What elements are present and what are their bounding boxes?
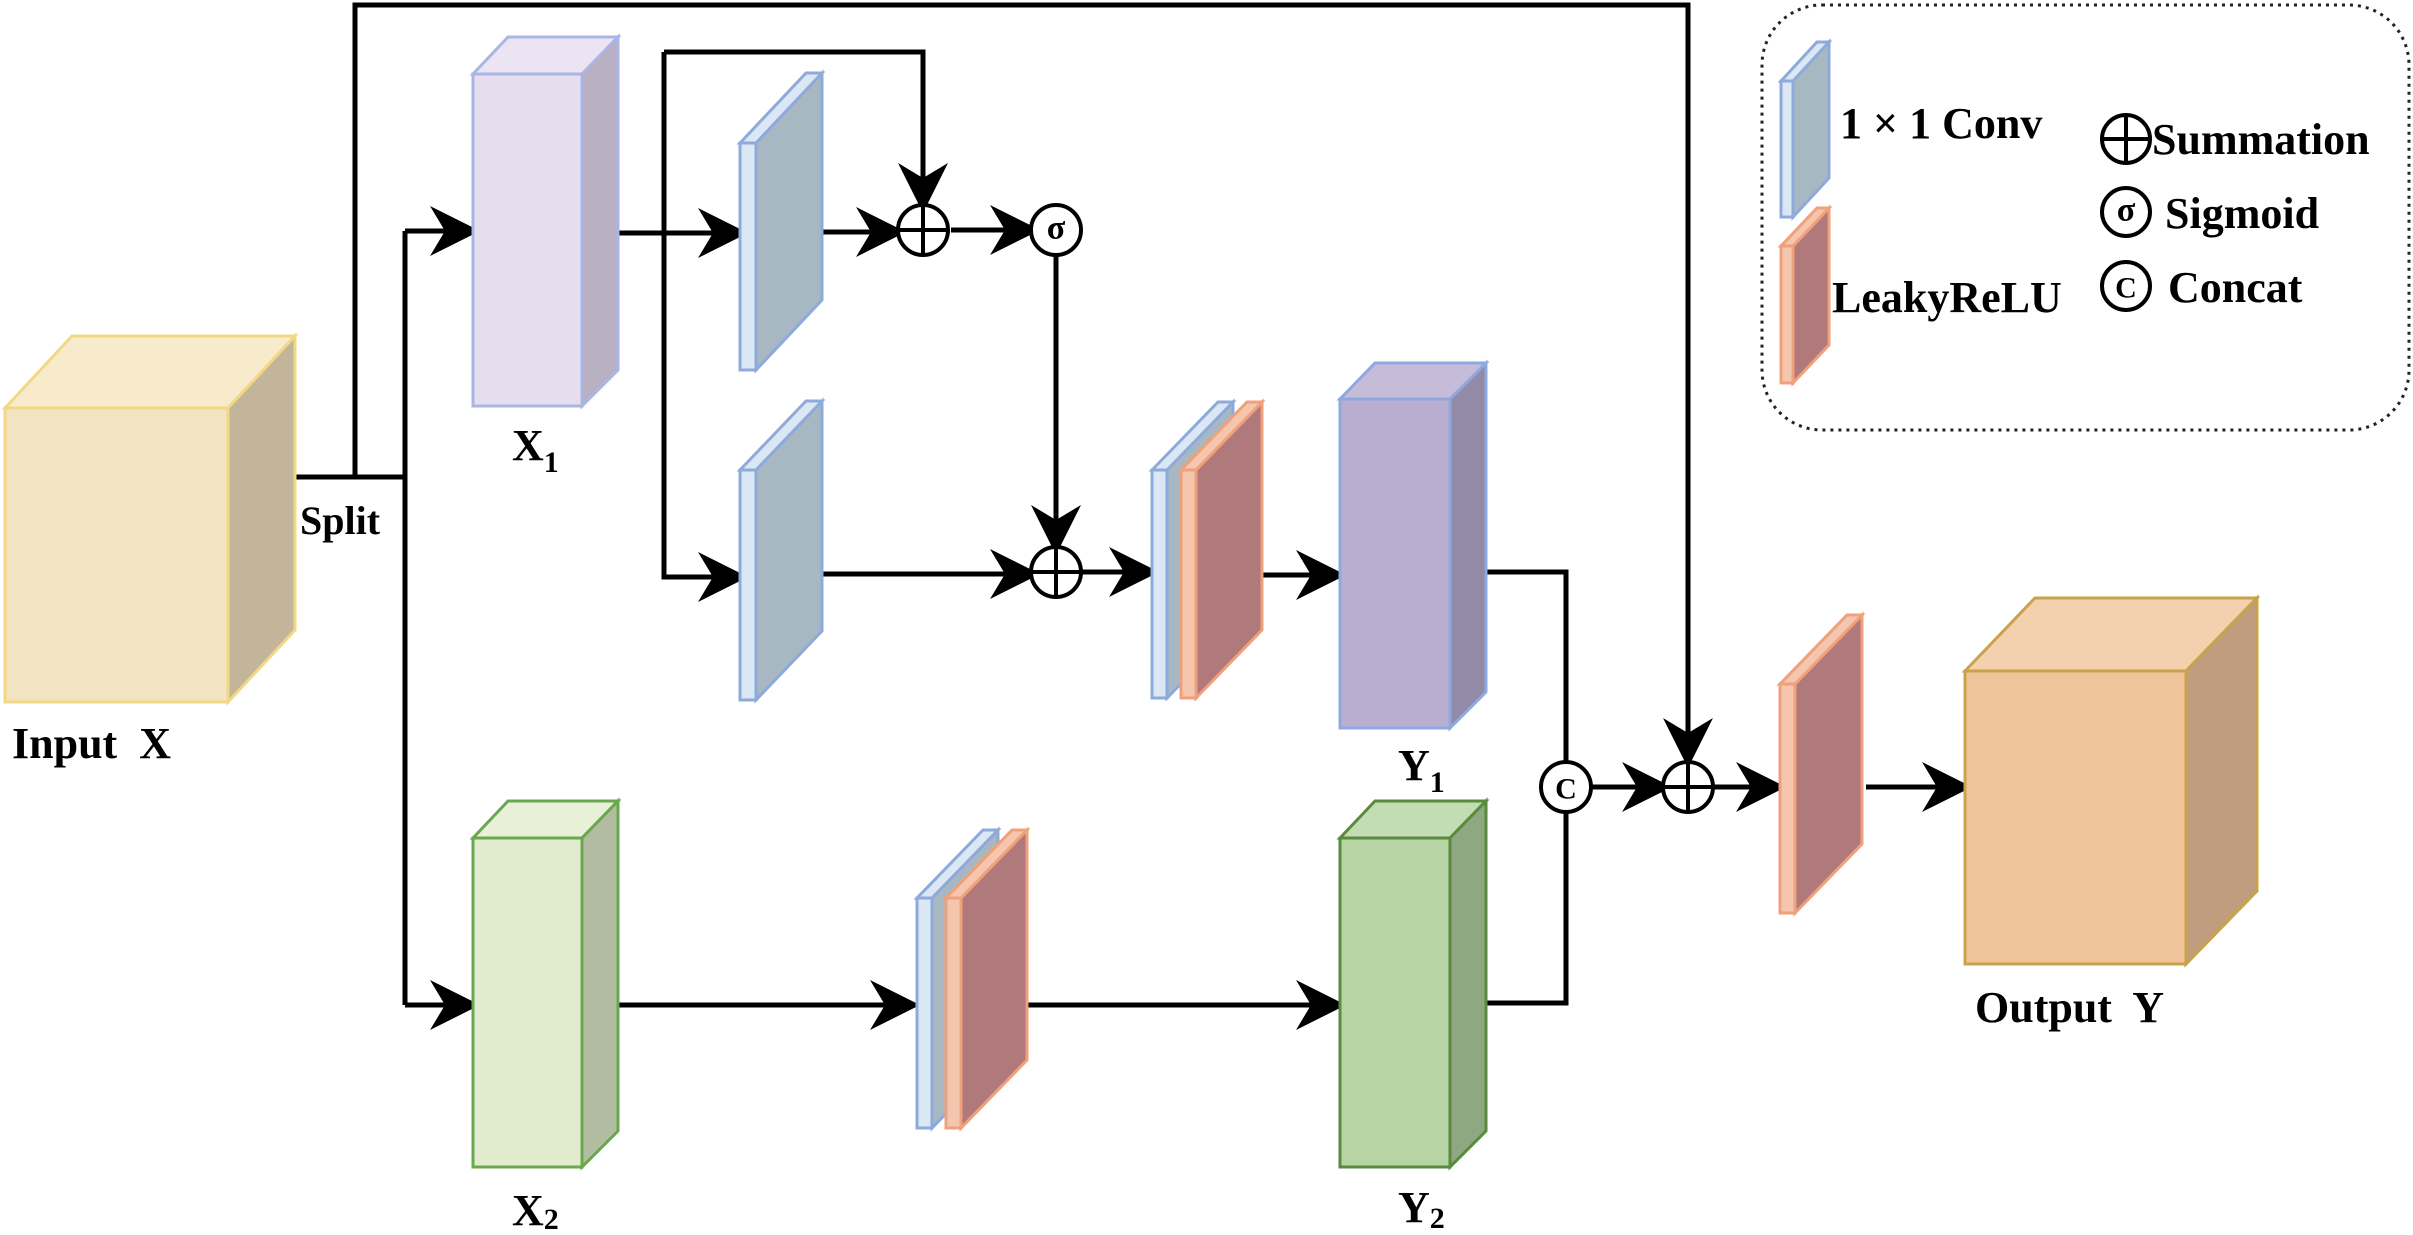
legend-leaky-icon	[1777, 204, 1833, 387]
legend: 1 × 1 Conv LeakyReLU Summation σ Sigmoid…	[1760, 3, 2411, 432]
x2-block-side	[580, 797, 620, 1171]
output-label: Output Y	[1975, 983, 2164, 1032]
y2-label: Y2	[1398, 1183, 1445, 1235]
conv-leaky-upper-leaky-front	[1179, 468, 1198, 700]
wire-y2-concat	[1486, 813, 1569, 1006]
x1-label-sub: 1	[544, 446, 559, 479]
input-label: Input X	[12, 719, 171, 768]
conv-leaky-upper-conv-front	[1150, 468, 1169, 700]
sum-node-3	[1661, 760, 1715, 814]
y2-block-side	[1448, 797, 1488, 1171]
sigmoid-node: σ	[1029, 203, 1083, 257]
leaky-final-front	[1778, 682, 1797, 915]
y2-block-front	[1338, 836, 1452, 1169]
wire-y1-concat	[1486, 569, 1569, 762]
legend-frame	[1760, 3, 2411, 432]
conv-layer-middle-front	[738, 468, 758, 702]
y2-block	[1336, 797, 1490, 1171]
legend-conv-label: 1 × 1 Conv	[1840, 99, 2042, 148]
conv-layer-middle	[736, 397, 826, 704]
legend-concat-label: Concat	[2168, 263, 2303, 312]
x1-label: X1	[512, 421, 559, 479]
legend-sigmoid-icon: σ	[2100, 186, 2152, 238]
conv-leaky-upper	[1148, 398, 1266, 702]
x2-block-front	[471, 836, 584, 1169]
x1-block-side	[580, 33, 620, 410]
y1-label-main: Y	[1398, 741, 1430, 790]
output-cube-front	[1963, 669, 2188, 966]
leaky-final	[1776, 611, 1866, 917]
conv-layer-top-front	[738, 141, 758, 372]
input-cube	[1, 332, 299, 706]
conv-leaky-lower-leaky-front	[944, 896, 963, 1130]
legend-summation-icon	[2100, 113, 2152, 165]
y2-label-sub: 2	[1430, 1202, 1445, 1235]
svg-text:C: C	[2115, 272, 2137, 305]
concat-node-symbol: C	[1555, 773, 1577, 806]
x2-block	[469, 797, 622, 1171]
y1-block-front	[1338, 397, 1452, 730]
x1-block-front	[471, 72, 584, 408]
legend-concat-icon: C	[2100, 260, 2152, 312]
y1-block-side	[1448, 359, 1488, 732]
legend-leaky-label: LeakyReLU	[1832, 273, 2062, 322]
conv-layer-top	[736, 69, 826, 374]
split-label: Split	[300, 498, 381, 543]
legend-conv-icon	[1777, 38, 1833, 221]
x1-label-main: X	[512, 421, 544, 470]
y1-label: Y1	[1398, 741, 1445, 799]
output-cube	[1961, 594, 2261, 968]
x2-label: X2	[512, 1186, 559, 1235]
y1-block	[1336, 359, 1490, 732]
wire-x1-branch-down	[661, 52, 748, 602]
concat-node: C	[1539, 760, 1593, 814]
sigmoid-node-symbol: σ	[1047, 210, 1066, 247]
y1-label-sub: 1	[1430, 766, 1445, 799]
x2-label-sub: 2	[544, 1203, 559, 1235]
legend-sigmoid-label: Sigmoid	[2165, 189, 2319, 238]
sum-node-1	[896, 203, 950, 257]
x2-label-main: X	[512, 1186, 544, 1235]
y2-label-main: Y	[1398, 1183, 1430, 1232]
conv-leaky-lower	[913, 826, 1031, 1132]
input-cube-front	[3, 406, 230, 704]
svg-text:σ: σ	[2117, 192, 2136, 229]
connections	[228, 2, 1972, 1030]
x1-block	[469, 33, 622, 410]
wire-skip-top	[352, 2, 1713, 768]
legend-summation-label: Summation	[2152, 115, 2370, 164]
conv-leaky-lower-conv-front	[915, 896, 934, 1130]
sum-node-2	[1029, 545, 1083, 599]
wire-x1-branch-up	[664, 49, 948, 213]
